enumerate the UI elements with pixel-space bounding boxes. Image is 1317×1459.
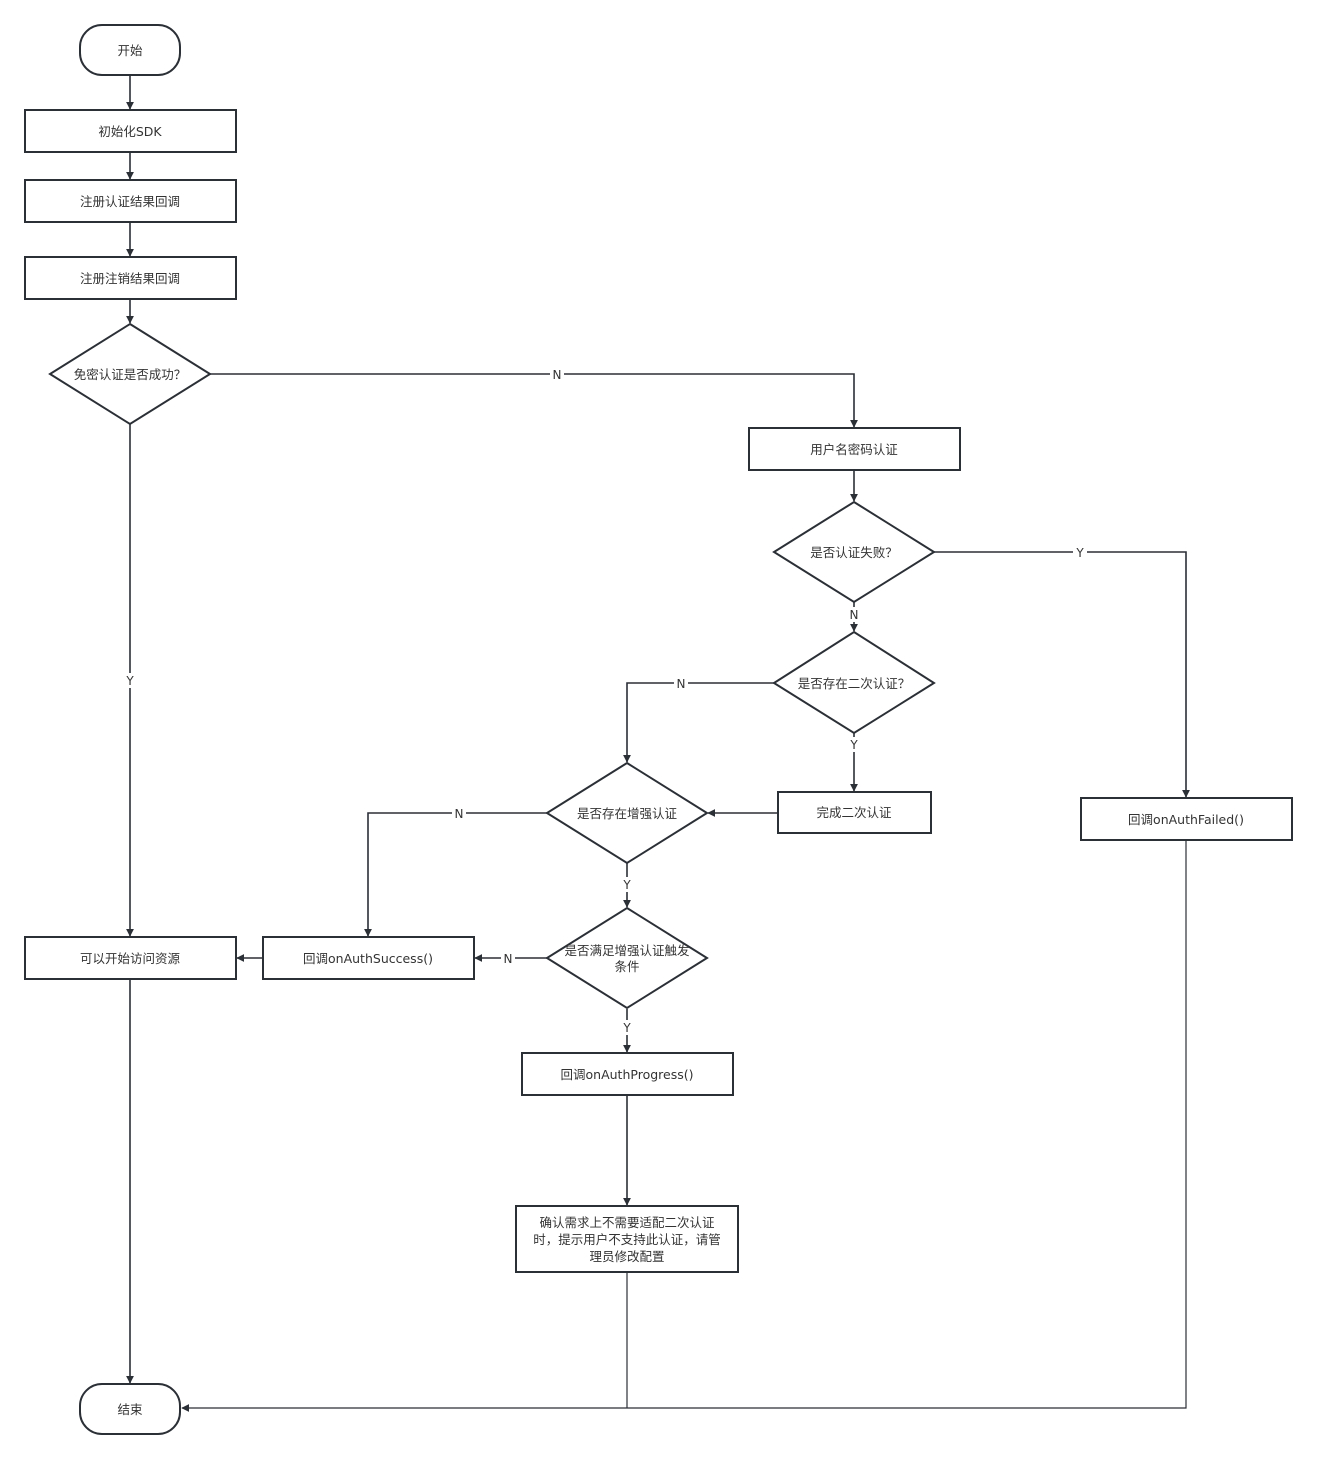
label-second-no: N <box>677 677 686 691</box>
enhanced-trigger-label-line2: 条件 <box>614 959 639 974</box>
confirm-label-line3: 理员修改配置 <box>589 1249 664 1264</box>
init-sdk-node: 初始化SDK <box>24 109 237 153</box>
end-node: 结束 <box>79 1383 181 1435</box>
pwdless-decision: 免密认证是否成功？ <box>48 322 212 426</box>
start-label: 开始 <box>117 43 143 58</box>
cb-success-label: 回调onAuthSuccess() <box>303 951 433 966</box>
edge-failed-yes <box>934 551 1190 798</box>
label-enhanced-yes: Y <box>622 878 631 892</box>
start-node: 开始 <box>79 24 181 76</box>
auth-failed-decision: 是否认证失败？ <box>772 500 936 604</box>
label-enhanced-no: N <box>455 807 464 821</box>
cb-failed-label: 回调onAuthFailed() <box>1128 812 1244 827</box>
label-pwdless-yes: Y <box>125 674 134 688</box>
label-trigger-no: N <box>504 952 513 966</box>
label-failed-yes: Y <box>1075 546 1084 560</box>
label-second-yes: Y <box>849 738 858 752</box>
pwdless-decision-label: 免密认证是否成功？ <box>74 367 187 382</box>
edge-failedcb-end <box>181 840 1187 1412</box>
complete-second-node: 完成二次认证 <box>777 791 932 834</box>
can-access-node: 可以开始访问资源 <box>24 936 237 980</box>
init-sdk-label: 初始化SDK <box>98 124 162 139</box>
reg-logout-cb-node: 注册注销结果回调 <box>24 256 237 300</box>
edge-enhanced-no <box>364 812 547 937</box>
reg-auth-cb-node: 注册认证结果回调 <box>24 179 237 223</box>
enhanced-trigger-label-line1: 是否满足增强认证触发 <box>564 943 690 958</box>
enhanced-decision-label: 是否存在增强认证 <box>577 806 678 821</box>
enhanced-trigger-decision: 是否满足增强认证触发 条件 <box>545 906 709 1010</box>
label-trigger-yes: Y <box>622 1021 631 1035</box>
user-pwd-auth-node: 用户名密码认证 <box>748 427 961 471</box>
user-pwd-auth-label: 用户名密码认证 <box>810 442 898 457</box>
cb-progress-node: 回调onAuthProgress() <box>521 1052 734 1096</box>
confirm-label-line1: 确认需求上不需要适配二次认证 <box>539 1215 715 1230</box>
enhanced-decision: 是否存在增强认证 <box>545 761 709 865</box>
confirm-label-line2: 时，提示用户不支持此认证，请管 <box>533 1232 721 1247</box>
can-access-label: 可以开始访问资源 <box>80 951 181 966</box>
reg-logout-cb-label: 注册注销结果回调 <box>80 271 180 286</box>
second-auth-decision-label: 是否存在二次认证？ <box>798 676 911 691</box>
label-failed-no: N <box>850 608 859 622</box>
second-auth-decision: 是否存在二次认证？ <box>772 630 936 735</box>
auth-failed-decision-label: 是否认证失败？ <box>810 545 898 560</box>
label-pwdless-no: N <box>553 368 562 382</box>
confirm-node: 确认需求上不需要适配二次认证 时，提示用户不支持此认证，请管 理员修改配置 <box>515 1205 739 1273</box>
end-label: 结束 <box>117 1402 143 1417</box>
cb-progress-label: 回调onAuthProgress() <box>561 1067 694 1082</box>
complete-second-label: 完成二次认证 <box>816 805 892 820</box>
nodes: 开始 初始化SDK 注册认证结果回调 注册注销结果回调 免密认证是否成功？ 用户… <box>24 24 1293 1435</box>
edge-pwdless-no <box>210 373 858 428</box>
cb-success-node: 回调onAuthSuccess() <box>262 936 475 980</box>
edge-labels: N Y Y N N Y N Y N Y <box>123 367 1087 1035</box>
cb-failed-node: 回调onAuthFailed() <box>1080 797 1293 841</box>
edge-second-no <box>623 682 774 763</box>
reg-auth-cb-label: 注册认证结果回调 <box>80 194 180 209</box>
